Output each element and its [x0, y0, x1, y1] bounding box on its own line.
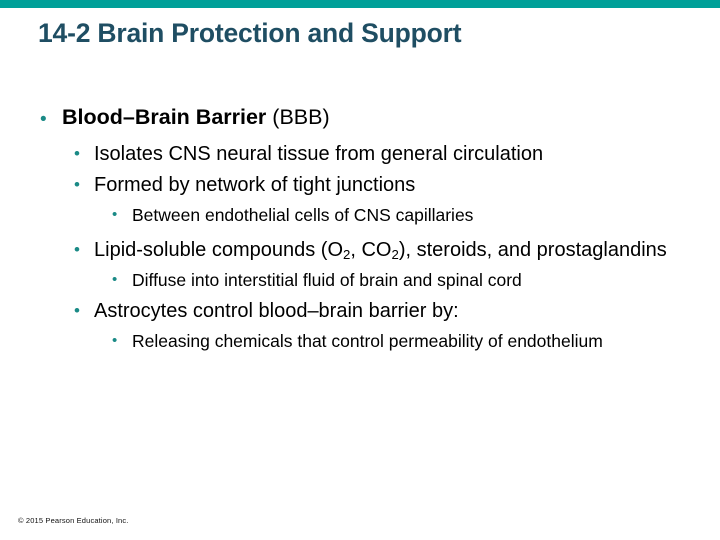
- bullet-dot-icon: •: [74, 144, 80, 163]
- bullet-item-level3: • Releasing chemicals that control perme…: [0, 330, 720, 353]
- bullet-text: Diffuse into interstitial fluid of brain…: [132, 270, 522, 290]
- bullet-item-level3: • Diffuse into interstitial fluid of bra…: [0, 269, 720, 292]
- bullet-text: Blood–Brain Barrier (BBB): [62, 104, 680, 131]
- bullet-text-part1: Lipid-soluble compounds (O: [94, 239, 344, 261]
- top-accent-bar: [0, 0, 720, 8]
- bullet-text-bold: Blood–Brain Barrier: [62, 105, 273, 129]
- bullet-text: Lipid-soluble compounds (O2, CO2), stero…: [94, 237, 690, 263]
- copyright-notice: © 2015 Pearson Education, Inc.: [18, 516, 129, 525]
- bullet-dot-icon: •: [112, 271, 118, 288]
- bullet-dot-icon: •: [112, 332, 118, 349]
- bullet-dot-icon: •: [74, 240, 80, 259]
- bullet-item-level3: • Between endothelial cells of CNS capil…: [0, 204, 720, 227]
- bullet-text: Releasing chemicals that control permeab…: [132, 331, 603, 351]
- bullet-item-level1: • Blood–Brain Barrier (BBB): [0, 104, 720, 131]
- bullet-text-part2: , CO: [350, 239, 392, 261]
- bullet-text: Between endothelial cells of CNS capilla…: [132, 205, 474, 225]
- bullet-dot-icon: •: [112, 206, 118, 223]
- bullet-text: Isolates CNS neural tissue from general …: [94, 143, 544, 165]
- slide-body: • Blood–Brain Barrier (BBB) • Isolates C…: [0, 104, 720, 358]
- bullet-dot-icon: •: [40, 109, 47, 130]
- bullet-text: Astrocytes control blood–brain barrier b…: [94, 300, 459, 322]
- bullet-text: Formed by network of tight junctions: [94, 174, 416, 196]
- subscript-o2: 2: [343, 246, 351, 262]
- bullet-dot-icon: •: [74, 175, 80, 194]
- bullet-item-level2: • Astrocytes control blood–brain barrier…: [0, 298, 720, 324]
- bullet-item-level2: • Lipid-soluble compounds (O2, CO2), ste…: [0, 237, 720, 263]
- bullet-item-level2: • Formed by network of tight junctions: [0, 172, 720, 198]
- page-title: 14-2 Brain Protection and Support: [38, 18, 462, 48]
- bullet-text-regular: (BBB): [272, 105, 330, 129]
- subscript-co2: 2: [391, 246, 399, 262]
- bullet-text-part3: ), steroids, and prostaglandins: [398, 239, 667, 261]
- bullet-dot-icon: •: [74, 301, 80, 320]
- bullet-item-level2: • Isolates CNS neural tissue from genera…: [0, 141, 720, 167]
